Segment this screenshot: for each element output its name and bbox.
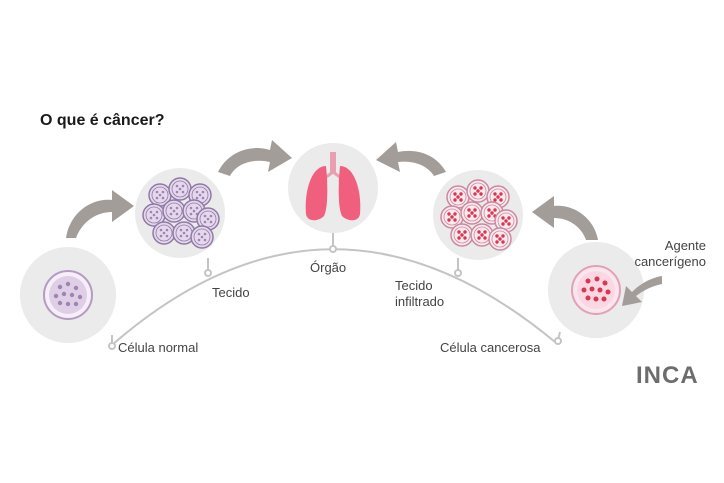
arrow-cancer-to-infiltrated	[532, 196, 598, 240]
label-agent: Agente cancerígeno	[628, 238, 706, 270]
label-normal-cell: Célula normal	[118, 340, 199, 355]
label-organ: Órgão	[310, 260, 347, 275]
label-infiltrated-line1: Tecido	[395, 278, 433, 293]
progression-arrows	[66, 140, 662, 306]
label-cancer-cell: Célula cancerosa	[440, 340, 541, 355]
arrow-normal-to-tissue	[66, 190, 134, 238]
tissue-icon	[142, 177, 220, 249]
infiltrated-tissue-icon	[440, 179, 518, 251]
label-agent-line1: Agente	[664, 238, 706, 253]
label-infiltrated-tissue: Tecido infiltrado	[395, 278, 444, 310]
inca-logo: INCA	[636, 362, 699, 389]
arrow-infiltrated-to-organ	[376, 142, 446, 176]
label-agent-line2: cancerígeno	[634, 254, 706, 269]
label-infiltrated-line2: infiltrado	[395, 294, 445, 309]
label-tissue: Tecido	[212, 285, 250, 300]
arrow-tissue-to-organ	[218, 140, 292, 176]
diagram-title: O que é câncer?	[40, 112, 165, 129]
connectors	[108, 232, 562, 350]
lungs-icon	[305, 152, 361, 221]
cancer-cell-icon	[571, 265, 621, 315]
arrow-agent	[622, 276, 662, 306]
normal-cell-icon	[43, 270, 93, 320]
